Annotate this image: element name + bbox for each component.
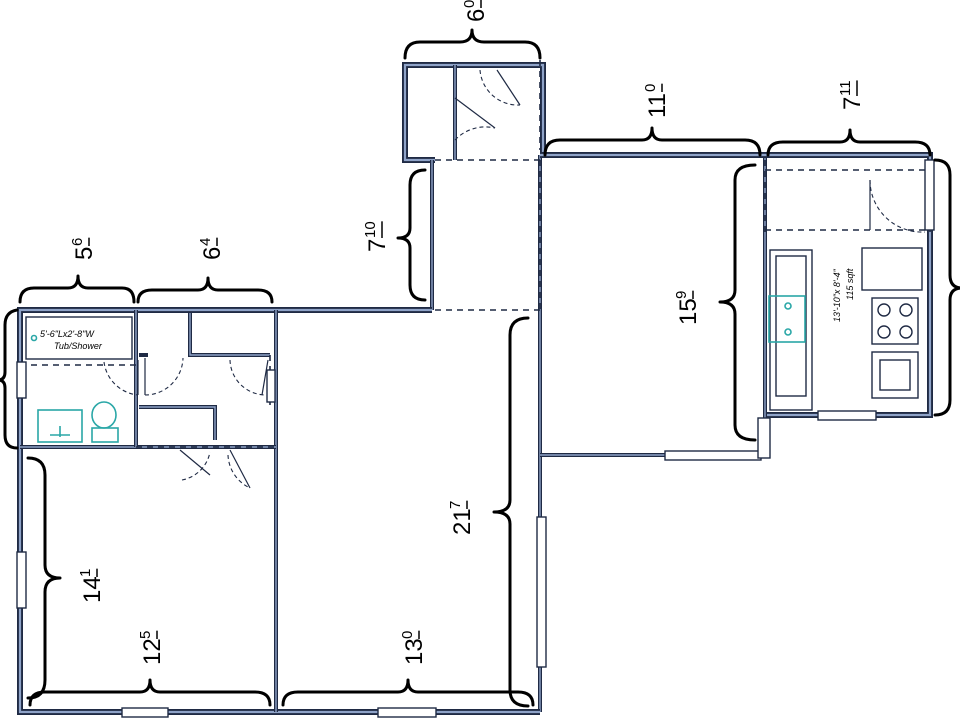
dimension-labels: 6 0 11 0 7 11 7 10 5 6 6 4 15 9 xyxy=(69,0,866,665)
dim-bath-width-sup: 6 xyxy=(69,238,86,246)
exterior-walls xyxy=(17,62,933,715)
dim-closet-width: 6 xyxy=(199,247,226,260)
dim-right-top-sup: 11 xyxy=(837,80,854,96)
tub-size-note: 5'-6"Lx2'-8"W xyxy=(40,329,95,339)
dim-right-top: 7 xyxy=(839,97,866,110)
bath-fixtures xyxy=(25,316,133,443)
kitchen-size-note: 13'-10"x 8'-4" xyxy=(832,268,842,322)
dim-living-width-sup: 0 xyxy=(399,631,416,639)
dim-bedroom-width-sup: 5 xyxy=(137,631,154,639)
dim-bedroom-width: 12 xyxy=(139,638,166,665)
kitchen-area-note: 115 sqft xyxy=(845,268,855,300)
door-swings xyxy=(103,69,926,489)
windows xyxy=(16,159,935,718)
dim-living-depth: 21 xyxy=(449,508,476,535)
dim-kitchen-depth-sup: 9 xyxy=(673,291,690,299)
dim-hall-left: 7 xyxy=(364,239,391,252)
dim-bedroom-depth: 14 xyxy=(79,576,106,603)
dim-top-closet-sup: 0 xyxy=(461,0,478,8)
dim-hall-left-sup: 10 xyxy=(362,221,379,238)
dim-kitchen-top-sup: 0 xyxy=(642,84,659,92)
tub-label-note: Tub/Shower xyxy=(54,341,103,351)
dim-top-closet: 6 xyxy=(463,9,490,22)
dim-bedroom-depth-sup: 1 xyxy=(77,569,94,577)
dim-kitchen-depth: 15 xyxy=(675,298,702,325)
dim-bath-width: 5 xyxy=(71,247,98,260)
dim-kitchen-top: 11 xyxy=(644,93,671,118)
kitchen-fixtures xyxy=(768,247,923,411)
dim-closet-width-sup: 4 xyxy=(197,238,214,246)
dim-living-width: 13 xyxy=(401,638,428,665)
dimension-braces xyxy=(0,28,960,708)
dim-living-depth-sup: 7 xyxy=(447,501,464,509)
